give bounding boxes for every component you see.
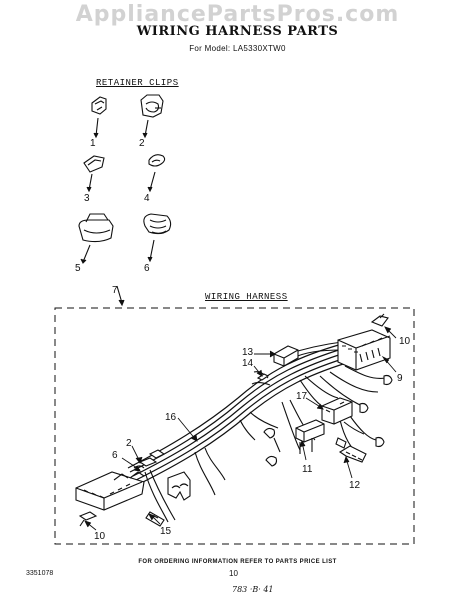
leader-lines <box>84 326 397 531</box>
harness-bundle <box>127 343 357 485</box>
callout-9: 9 <box>397 373 403 384</box>
callout-6: 6 <box>144 263 150 274</box>
callout-15: 15 <box>160 526 172 537</box>
callout-2: 2 <box>139 138 145 149</box>
ordering-note: FOR ORDERING INFORMATION REFER TO PARTS … <box>138 559 337 565</box>
connector-17 <box>321 397 365 435</box>
callout-7: 7 <box>112 285 118 296</box>
callout-16: 16 <box>165 412 177 423</box>
callout-10-top: 10 <box>399 336 411 347</box>
callout-12: 12 <box>349 480 361 491</box>
clip-2-drawing <box>140 94 164 139</box>
connector-12 <box>338 445 367 463</box>
callout-5: 5 <box>75 263 81 274</box>
wiring-harness-heading: WIRING HARNESS <box>205 292 288 302</box>
page-title: WIRING HARNESS PARTS <box>136 24 339 39</box>
clip-5-drawing <box>78 213 114 264</box>
callout-11: 11 <box>302 464 313 475</box>
handwritten-code: 783 ·B· 41 <box>232 585 274 594</box>
callout-numbers: 1 2 3 4 5 6 7 10 9 13 14 17 16 2 6 11 12… <box>75 138 411 542</box>
part-number: 3351078 <box>26 570 54 577</box>
connector-block-top-right <box>337 329 391 371</box>
clip-4-drawing <box>147 154 166 193</box>
loose-terminals-middle <box>263 427 281 467</box>
retainer-clips-heading: RETAINER CLIPS <box>96 78 179 88</box>
clip-1-drawing <box>91 96 107 139</box>
callout-13: 13 <box>242 347 254 358</box>
terminal-ends-right <box>335 374 393 449</box>
callout-6-harness: 6 <box>112 450 118 461</box>
connector-6-2-left <box>133 449 166 469</box>
terminal-10-bottom <box>78 511 98 527</box>
callout-3: 3 <box>84 193 90 204</box>
bracket-center-left <box>167 471 191 501</box>
model-subtitle: For Model: LA5330XTW0 <box>189 44 286 53</box>
connector-11 <box>295 419 325 454</box>
callout-4: 4 <box>144 193 150 204</box>
harness-branches <box>144 341 387 523</box>
callout-2-harness: 2 <box>126 438 132 449</box>
switch-block-left <box>75 471 145 511</box>
terminal-10-top <box>370 313 389 327</box>
connector-13-14 <box>256 345 299 381</box>
clip-6-drawing <box>143 213 172 263</box>
callout-1: 1 <box>90 138 96 149</box>
callout-14: 14 <box>242 358 254 369</box>
page-number: 10 <box>229 569 238 578</box>
clip-3-drawing <box>83 155 105 193</box>
callout-10-bottom: 10 <box>94 531 106 542</box>
watermark: AppliancePartsPros.com <box>75 2 400 27</box>
callout-17: 17 <box>296 391 308 402</box>
